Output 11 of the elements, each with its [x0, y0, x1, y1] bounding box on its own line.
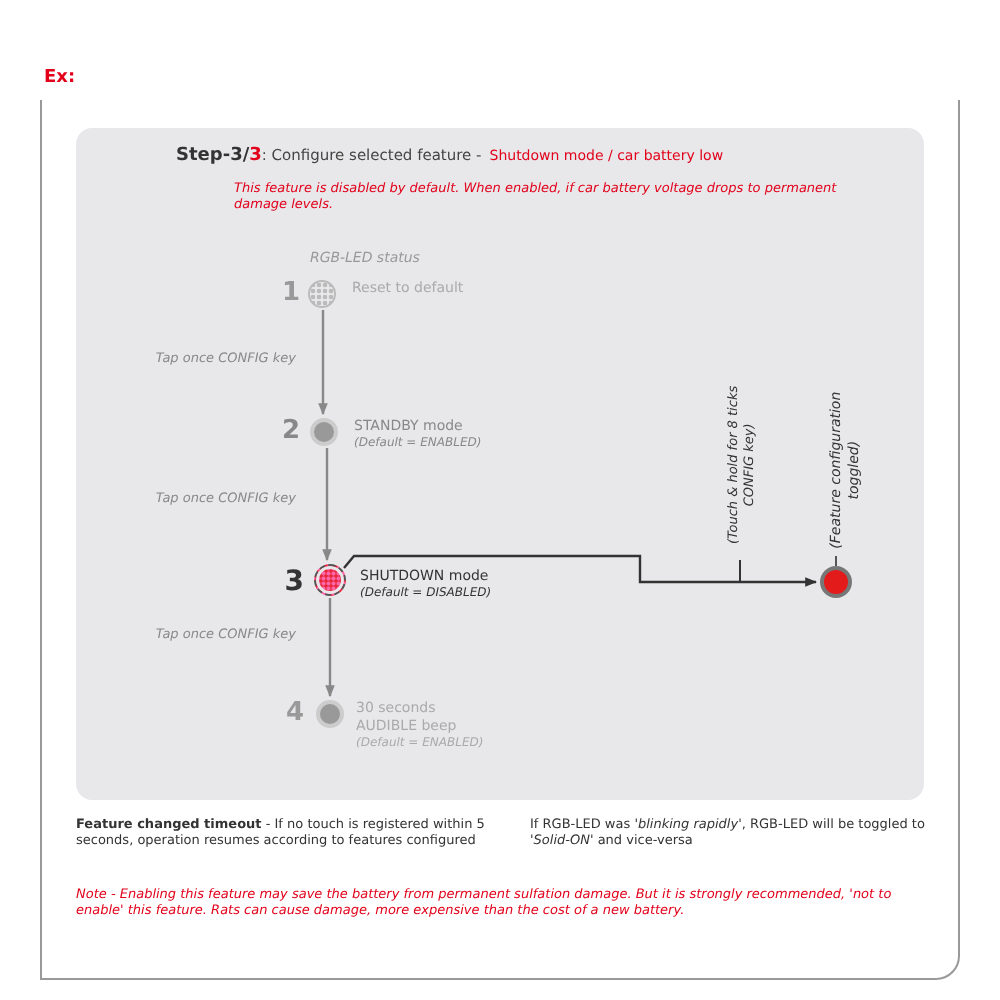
arrow — [322, 448, 332, 562]
step-number: 4 — [283, 698, 304, 732]
step-number: 2 — [279, 416, 300, 450]
step-number: 1 — [279, 278, 300, 312]
step-number: 3 — [282, 564, 304, 601]
step-number: 3 — [249, 146, 262, 166]
step-label: Step-3/ — [176, 146, 250, 166]
arrow — [325, 598, 335, 698]
arrow — [343, 554, 818, 587]
example-label: Ex: — [44, 68, 78, 92]
arrow — [318, 310, 328, 416]
